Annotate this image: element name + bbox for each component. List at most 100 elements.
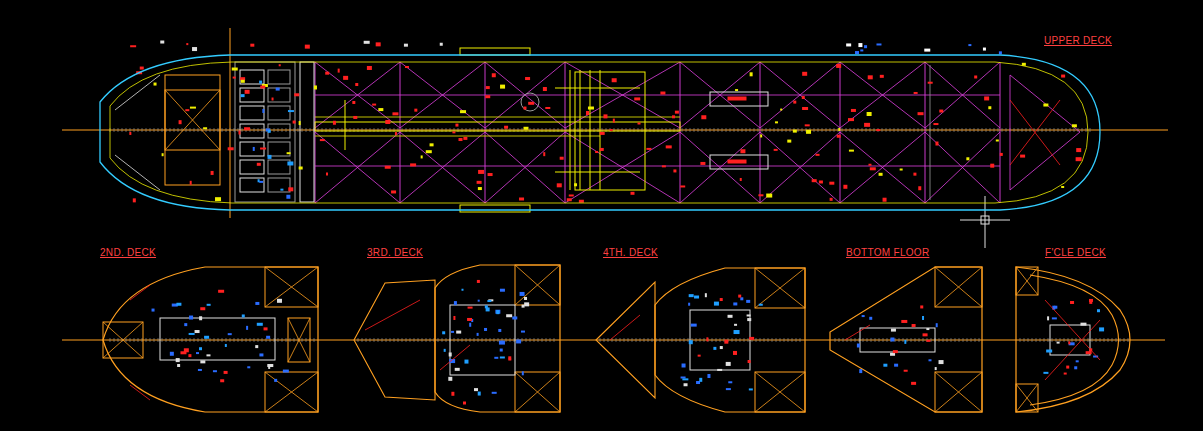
fitting-mark [525,77,530,80]
fitting-mark [920,305,923,308]
frame-tick [1044,338,1045,342]
girder-brace [315,132,400,203]
fitting-mark [421,155,423,158]
fitting-mark [812,179,817,182]
frame-tick [1056,338,1057,342]
fitting-mark [1061,186,1064,188]
machinery-mark [720,346,723,349]
frame-tick [826,128,827,132]
fitting-mark [352,101,355,104]
frame-tick [732,338,733,342]
machinery-mark [740,297,743,300]
machinery-mark [484,328,487,331]
girder-brace [925,132,1000,203]
frame-tick [294,128,295,132]
fitting-mark [1064,373,1067,375]
frame-tick [1030,128,1031,132]
fitting-mark [294,93,299,96]
void-box [165,90,220,150]
frame-tick [875,338,876,342]
machinery-mark [694,296,699,299]
machinery-mark [189,333,195,335]
frame-tick [1124,338,1125,342]
frame-tick [166,338,167,342]
hull-outline [830,267,982,412]
fitting-mark [288,187,293,191]
hull-outline [655,268,805,412]
machinery-mark [267,364,273,367]
frame-tick [302,338,303,342]
note-mark [864,45,867,48]
frame-tick [538,338,539,342]
fitting-mark [733,351,737,355]
frame-tick [628,338,629,342]
fitting-mark [488,173,493,176]
frame-tick [947,338,948,342]
fitting-mark [245,90,250,94]
fitting-mark [545,107,550,109]
fitting-mark [760,134,762,137]
machinery-mark [524,297,527,300]
void-box [515,265,560,305]
machinery-mark [496,310,499,314]
frame-tick [834,128,835,132]
void-box [1016,384,1038,412]
frame-tick [170,128,171,132]
cursor-box [981,216,989,224]
fitting-mark [211,171,214,175]
note-mark [983,48,986,51]
frame-tick [218,338,219,342]
frame-tick [774,128,775,132]
pipe-run [315,136,600,137]
fitting-mark [485,95,490,98]
void-cross [265,267,318,307]
void-cross [288,318,310,362]
frame-tick [720,338,721,342]
fitting-mark [838,128,840,131]
fitting-mark [353,116,357,119]
machinery-mark [862,315,865,317]
frame-tick [1050,128,1051,132]
frame-tick [390,338,391,342]
void-cross [165,90,220,150]
frame-tick [652,338,653,342]
fitting-mark [129,132,131,135]
frame-tick [754,128,755,132]
frame-tick [668,338,669,342]
fitting-mark [867,112,872,116]
machinery-mark [1080,323,1086,326]
note-mark [999,51,1002,54]
fitting-mark [343,76,348,80]
void-box [935,267,982,307]
note-mark [876,43,881,45]
fitting-mark [395,132,397,135]
frame-tick [975,338,976,342]
frame-tick [1018,128,1019,132]
section-mark [365,300,420,330]
frame-tick [226,338,227,342]
frame-tick [1026,128,1027,132]
deck-drawing [95,243,327,417]
machinery-mark [726,388,731,390]
equipment-mark [259,81,262,84]
void-cross [1016,267,1038,295]
frame-tick [454,338,455,342]
frame-tick [154,128,155,132]
fitting-mark [1089,299,1093,302]
machinery-mark [213,370,217,372]
frame-tick [874,128,875,132]
fitting-mark [314,85,317,89]
equipment-mark [268,130,271,133]
frame-tick [274,128,275,132]
frame-tick [914,128,915,132]
fitting-mark [392,112,398,115]
frame-tick [210,128,211,132]
bow-line [1010,100,1060,165]
frame-tick [738,128,739,132]
frame-tick [1088,338,1089,342]
fitting-mark [851,109,856,112]
deck-plan: 2ND. DECK [95,243,327,417]
fitting-mark [543,87,547,91]
frame-tick [250,338,251,342]
